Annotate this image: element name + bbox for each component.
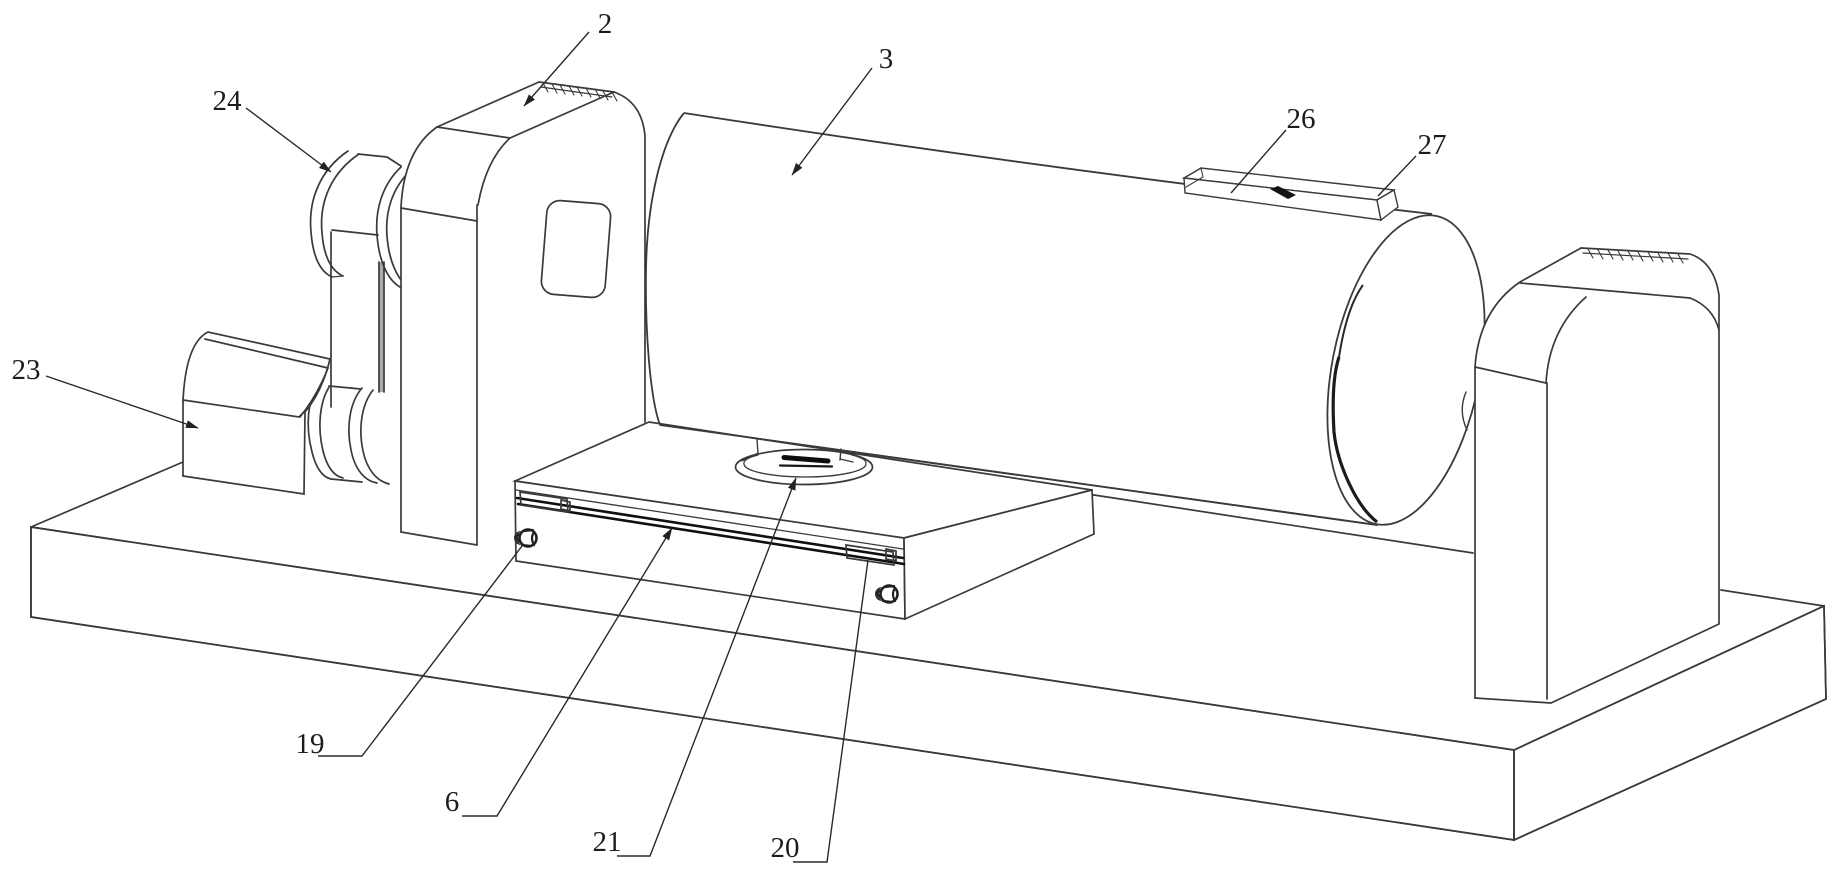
svg-text:21: 21 [593,826,622,858]
svg-text:3: 3 [879,43,894,75]
svg-text:23: 23 [12,354,41,386]
svg-text:20: 20 [771,832,800,864]
svg-text:2: 2 [598,8,613,40]
svg-text:24: 24 [213,85,243,117]
svg-text:6: 6 [445,786,460,818]
svg-text:19: 19 [296,728,325,760]
svg-text:26: 26 [1287,103,1316,135]
svg-text:27: 27 [1418,129,1447,161]
